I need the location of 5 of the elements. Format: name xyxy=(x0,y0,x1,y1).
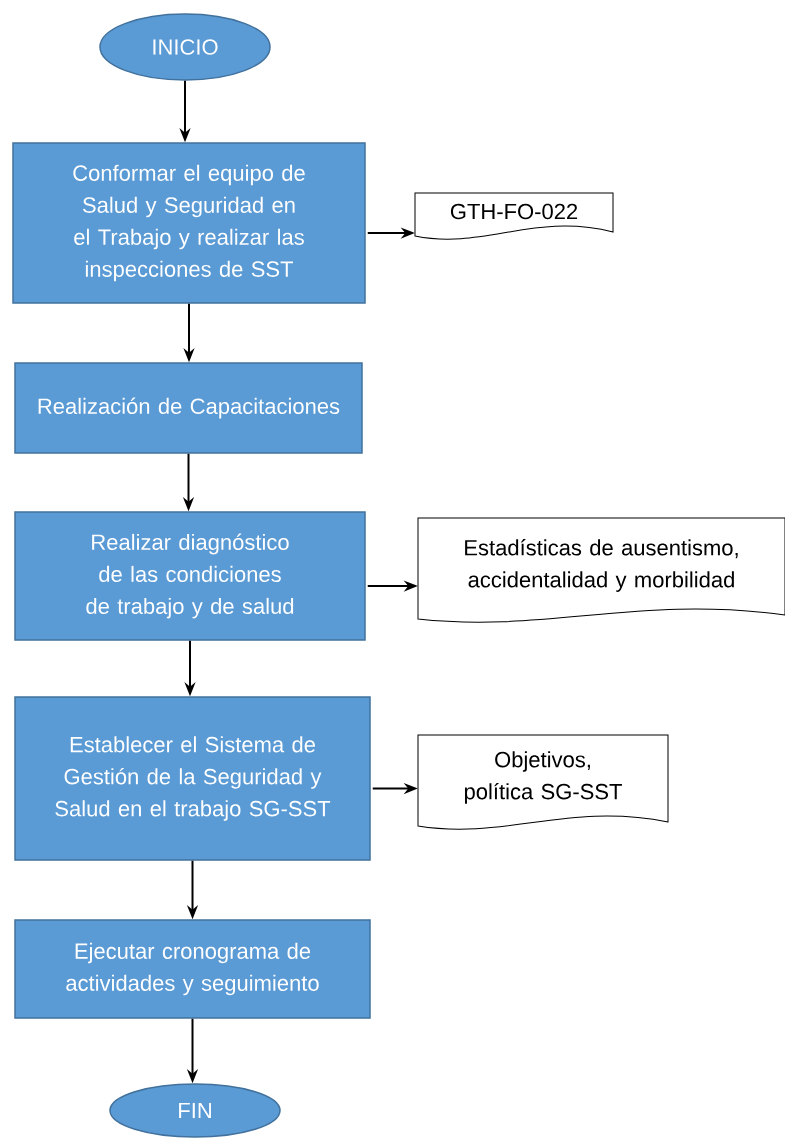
process-box: Establecer el Sistema de Gestión de la Seguridad y Salud en el trabajo SG-SST xyxy=(14,696,371,861)
process-box: Conformar el equipo de Salud y Seguridad en el Trabajo y realizar las inspecciones de SST xyxy=(12,142,366,304)
process-box: Realizar diagnóstico de las condiciones de trabajo y de salud xyxy=(14,511,366,641)
process-box: Realización de Capacitaciones xyxy=(14,362,363,454)
process-box: Ejecutar cronograma de actividades y seguimiento xyxy=(14,919,371,1019)
